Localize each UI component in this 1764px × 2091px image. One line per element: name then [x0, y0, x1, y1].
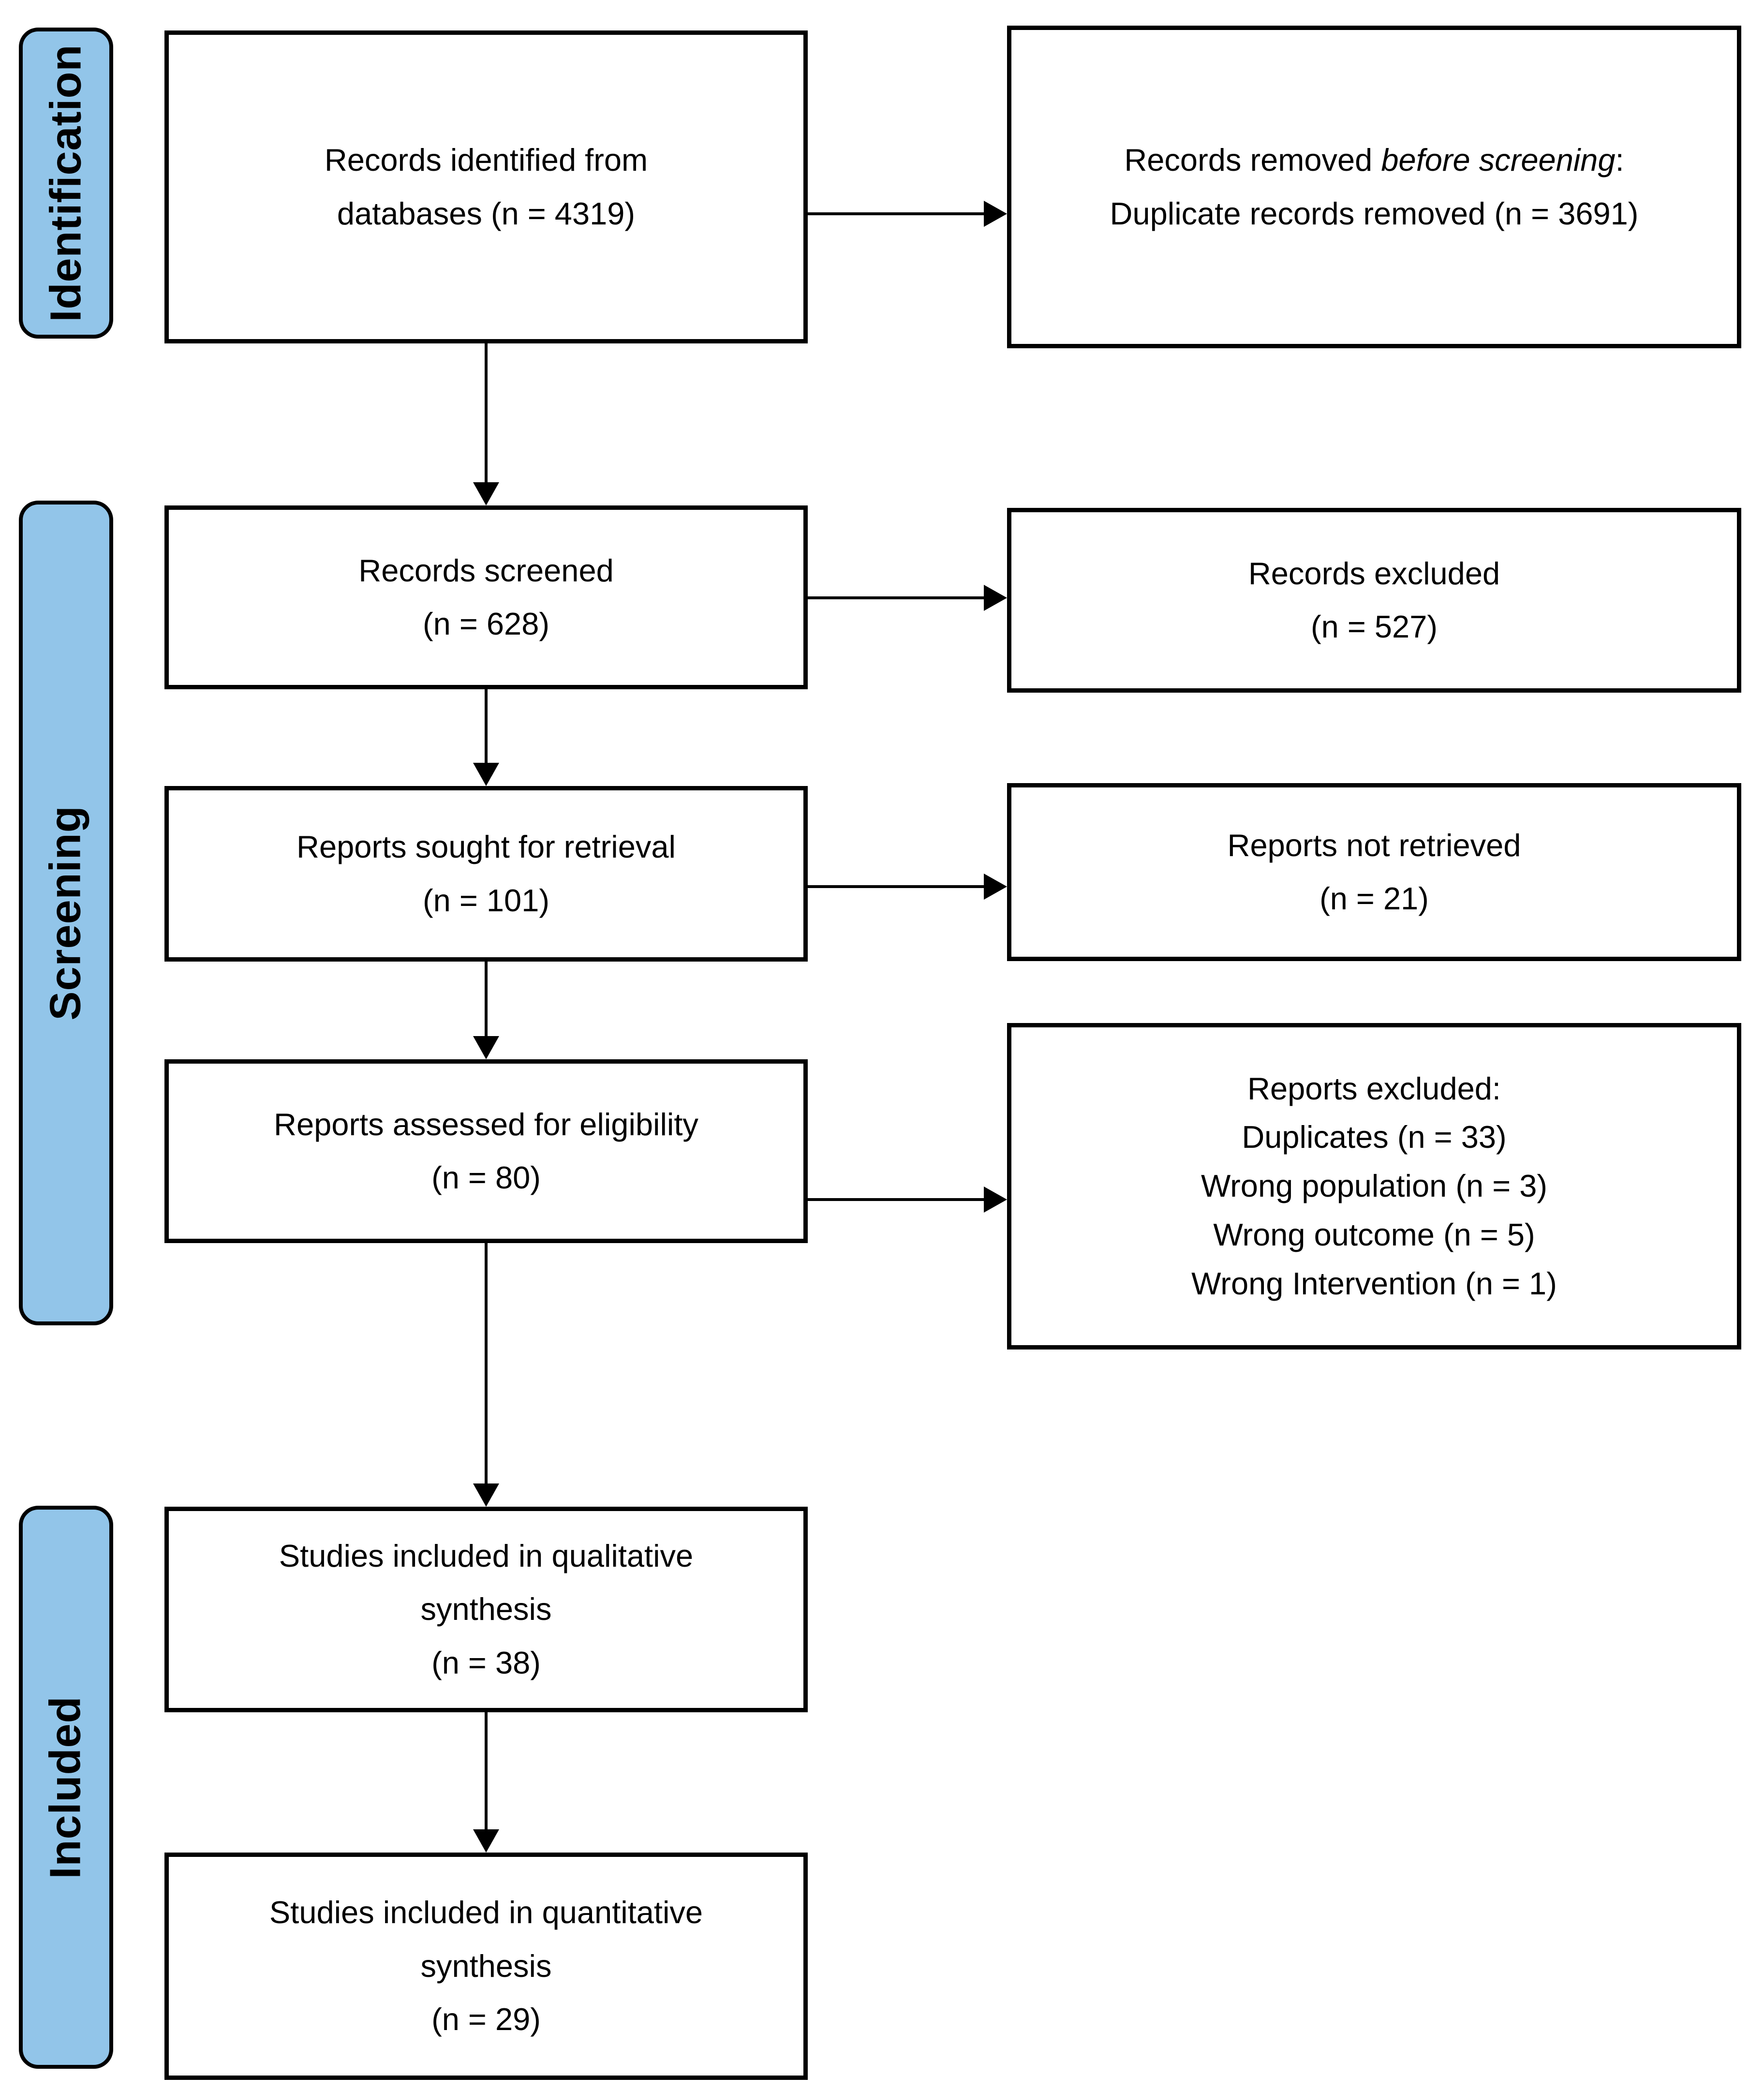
arrow-line	[808, 885, 984, 888]
arrow-head-right-icon	[984, 585, 1007, 611]
quantitative-line1: Studies included in quantitative	[269, 1895, 703, 1930]
box-records-screened-text: Records screened (n = 628)	[183, 544, 789, 651]
box-reports-excluded-text: Reports excluded: Duplicates (n = 33) Wr…	[1026, 1065, 1722, 1308]
arrow-head-down-icon	[473, 763, 499, 786]
records-removed-line1-italic: before screening	[1381, 142, 1616, 178]
arrow-line	[808, 1198, 984, 1201]
box-quantitative-synthesis: Studies included in quantitative synthes…	[164, 1853, 808, 2080]
stage-label-included: Included	[42, 1695, 90, 1879]
stage-tab-identification: Identification	[19, 28, 113, 339]
box-reports-assessed-text: Reports assessed for eligibility (n = 80…	[183, 1098, 789, 1205]
reports-sought-line2: (n = 101)	[423, 882, 549, 918]
box-reports-not-retrieved-text: Reports not retrieved (n = 21)	[1026, 819, 1722, 926]
reports-excluded-reason: Wrong population (n = 3)	[1201, 1168, 1548, 1204]
arrow-head-down-icon	[473, 1036, 499, 1059]
box-records-screened: Records screened (n = 628)	[164, 505, 808, 689]
box-quantitative-synthesis-text: Studies included in quantitative synthes…	[183, 1886, 789, 2047]
records-excluded-line2: (n = 527)	[1311, 609, 1438, 644]
qualitative-line2: synthesis	[420, 1591, 552, 1627]
stage-tab-included: Included	[19, 1506, 113, 2069]
quantitative-line2: synthesis	[420, 1948, 552, 1984]
reports-not-retrieved-line1: Reports not retrieved	[1227, 827, 1521, 863]
arrow-head-right-icon	[984, 201, 1007, 227]
arrow-head-down-icon	[473, 1829, 499, 1853]
box-qualitative-synthesis-text: Studies included in qualitative synthesi…	[183, 1529, 789, 1690]
arrow-line	[485, 343, 488, 482]
records-identified-line2: databases (n = 4319)	[337, 195, 636, 231]
box-qualitative-synthesis: Studies included in qualitative synthesi…	[164, 1507, 808, 1712]
box-records-removed-text: Records removed before screening: Duplic…	[1026, 133, 1722, 240]
reports-sought-line1: Reports sought for retrieval	[296, 829, 676, 864]
reports-assessed-line1: Reports assessed for eligibility	[274, 1106, 698, 1142]
reports-not-retrieved-line2: (n = 21)	[1319, 881, 1429, 916]
box-reports-sought: Reports sought for retrieval (n = 101)	[164, 786, 808, 962]
stage-label-identification: Identification	[42, 44, 90, 322]
records-removed-line2: Duplicate records removed (n = 3691)	[1110, 195, 1639, 231]
arrow-line	[485, 689, 488, 763]
arrow-line	[808, 596, 984, 599]
arrow-head-right-icon	[984, 874, 1007, 900]
box-reports-assessed: Reports assessed for eligibility (n = 80…	[164, 1059, 808, 1243]
arrow-line	[485, 962, 488, 1036]
records-excluded-line1: Records excluded	[1248, 555, 1500, 591]
box-records-removed: Records removed before screening: Duplic…	[1007, 26, 1741, 348]
arrow-line	[485, 1712, 488, 1829]
records-screened-line1: Records screened	[358, 552, 614, 588]
arrow-line	[485, 1243, 488, 1483]
box-records-excluded: Records excluded (n = 527)	[1007, 508, 1741, 693]
box-records-identified: Records identified from databases (n = 4…	[164, 30, 808, 343]
reports-excluded-reason: Duplicates (n = 33)	[1242, 1119, 1507, 1155]
box-reports-excluded: Reports excluded: Duplicates (n = 33) Wr…	[1007, 1023, 1741, 1350]
records-removed-line1-prefix: Records removed	[1124, 142, 1381, 178]
records-removed-line1-suffix: :	[1615, 142, 1624, 178]
arrow-line	[808, 212, 984, 215]
arrow-head-down-icon	[473, 482, 499, 505]
reports-assessed-line2: (n = 80)	[431, 1160, 541, 1195]
stage-label-screening: Screening	[42, 805, 90, 1021]
box-records-identified-text: Records identified from databases (n = 4…	[183, 133, 789, 240]
arrow-head-down-icon	[473, 1483, 499, 1507]
reports-excluded-reason: Wrong outcome (n = 5)	[1213, 1216, 1535, 1252]
records-screened-line2: (n = 628)	[423, 606, 549, 641]
records-identified-line1: Records identified from	[324, 142, 648, 178]
stage-tab-screening: Screening	[19, 501, 113, 1325]
arrow-head-right-icon	[984, 1186, 1007, 1213]
box-reports-sought-text: Reports sought for retrieval (n = 101)	[183, 820, 789, 927]
reports-excluded-header: Reports excluded:	[1247, 1070, 1501, 1106]
reports-excluded-reason: Wrong Intervention (n = 1)	[1191, 1265, 1557, 1301]
box-reports-not-retrieved: Reports not retrieved (n = 21)	[1007, 783, 1741, 961]
records-removed-line1: Records removed before screening:	[1026, 133, 1722, 187]
quantitative-line3: (n = 29)	[431, 2002, 541, 2037]
qualitative-line3: (n = 38)	[431, 1645, 541, 1680]
qualitative-line1: Studies included in qualitative	[279, 1538, 694, 1573]
box-records-excluded-text: Records excluded (n = 527)	[1026, 547, 1722, 654]
